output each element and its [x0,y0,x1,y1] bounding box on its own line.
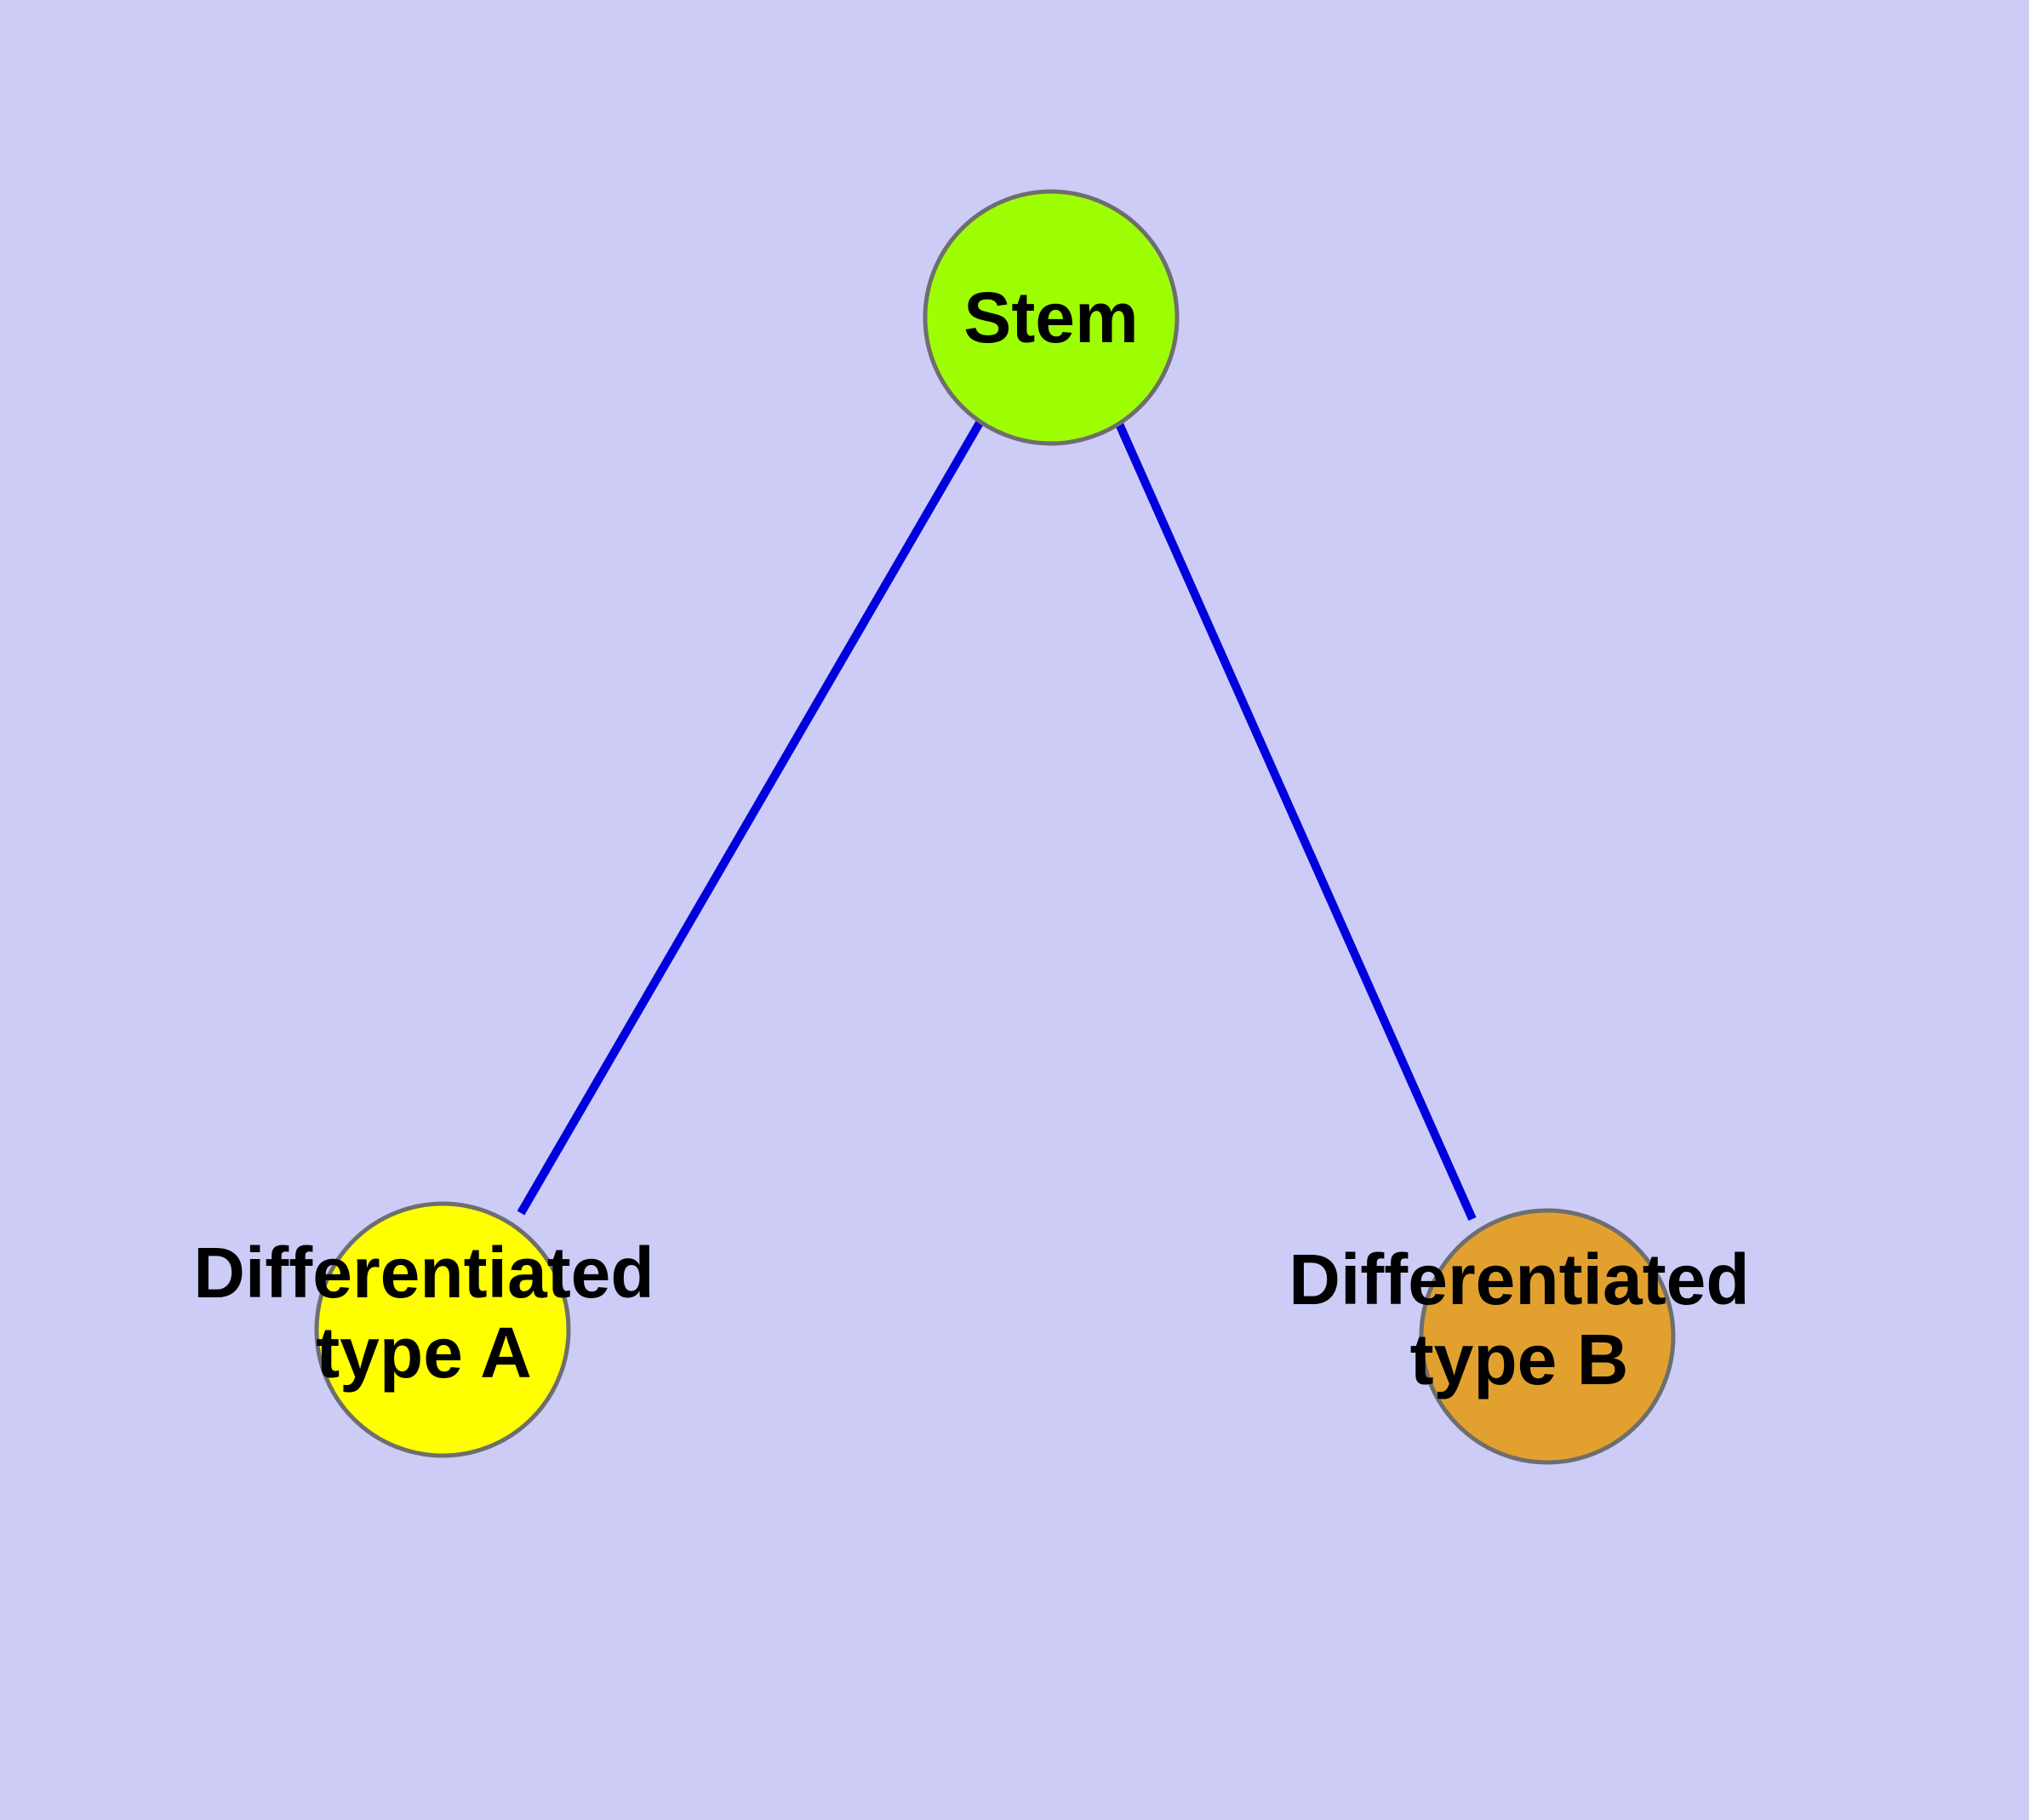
edge-stem-to-diff-a[interactable] [517,419,985,1216]
node-stem[interactable] [923,189,1180,446]
edge-stem-to-diff-b[interactable] [1115,421,1477,1222]
node-diff-b[interactable] [1419,1208,1676,1465]
node-diff-a[interactable] [314,1201,571,1458]
